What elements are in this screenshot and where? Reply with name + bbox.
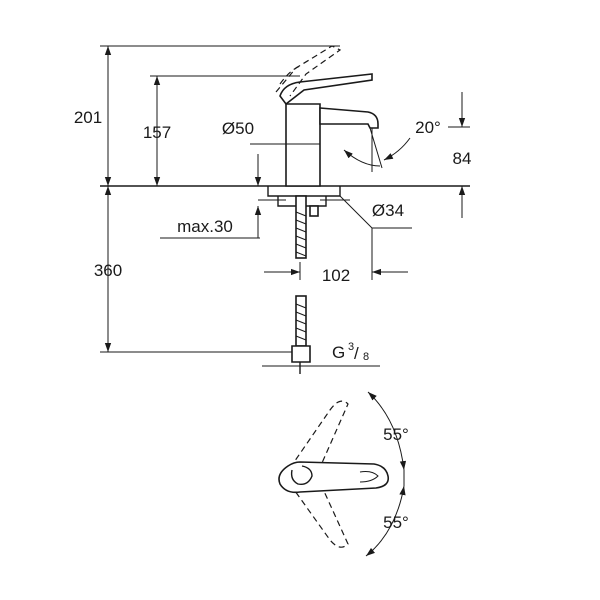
rotation-arc-lower (365, 485, 406, 557)
hose-fitting-nut (291, 345, 311, 363)
plan-view: 55° 55° (278, 391, 409, 557)
plan-lever-grip (359, 471, 379, 483)
rotation-arc-upper (367, 391, 407, 471)
side-elevation-view: 201 157 84 Ø50 20° (74, 45, 472, 374)
spout-angle-label: 20° (415, 118, 441, 137)
height-spout-label: 157 (143, 123, 171, 142)
max-thickness-label: max.30 (177, 217, 233, 236)
lever-lower-position (289, 477, 349, 548)
plan-lever-handle[interactable] (278, 461, 390, 494)
body-diameter-label: Ø50 (222, 119, 254, 138)
thread-slash: / (354, 344, 359, 363)
fixing-stud (309, 205, 319, 217)
rotation-upper-label: 55° (383, 425, 409, 444)
lever-handle[interactable] (279, 73, 373, 106)
faucet-spout (319, 107, 379, 129)
angle-arc-left (343, 149, 381, 167)
thread-denominator: 8 (363, 351, 369, 363)
hole-diameter-leader (339, 195, 373, 229)
hole-diameter-label: Ø34 (372, 201, 404, 220)
hose-length-label: 360 (94, 261, 122, 280)
lever-raised-detail (279, 65, 301, 85)
rotation-lower-label: 55° (383, 513, 409, 532)
plan-body-outline (290, 465, 313, 486)
lever-upper-position (289, 400, 349, 473)
spout-reach-label: 102 (322, 266, 350, 285)
clearance-label: 84 (453, 149, 472, 168)
counter-section (267, 186, 341, 197)
thread-prefix: G (332, 343, 345, 362)
height-total-label: 201 (74, 108, 102, 127)
supply-hose-upper (295, 195, 307, 259)
hose-braid-upper (295, 211, 307, 257)
hose-braid-lower (295, 303, 307, 341)
faucet-body (285, 103, 321, 187)
thread-numerator: 3 (348, 341, 354, 353)
angle-arc-right (383, 137, 411, 161)
